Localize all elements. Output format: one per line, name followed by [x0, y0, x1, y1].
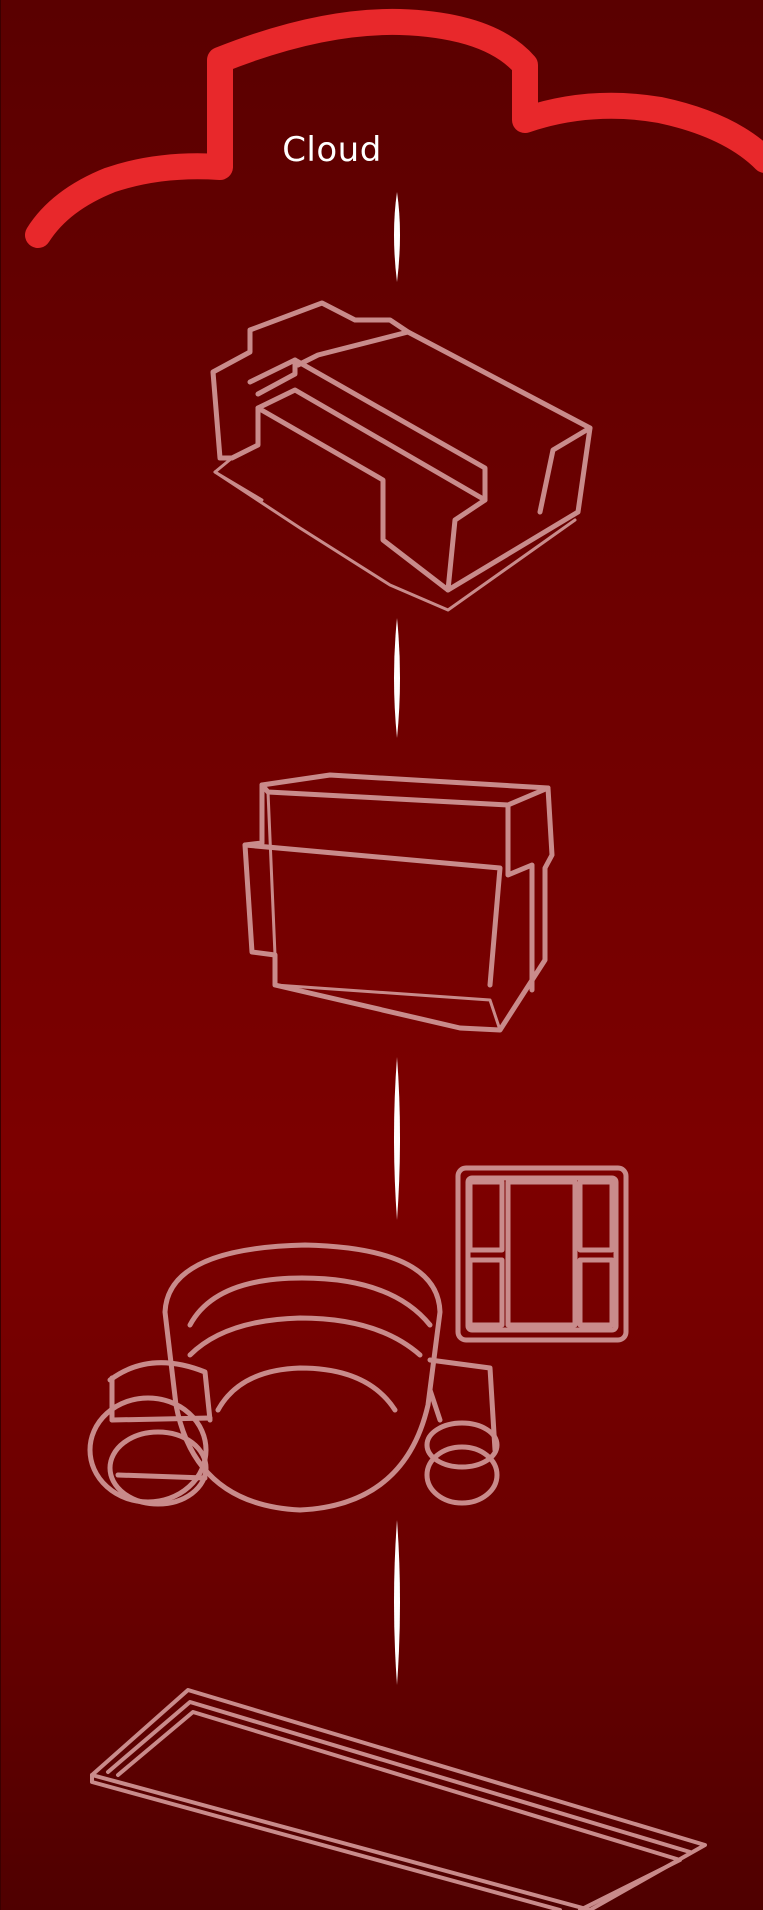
cloud-outline	[38, 22, 763, 235]
connector-gateway-to-controller	[394, 618, 400, 738]
connector-cloud-to-gateway	[394, 192, 400, 282]
controller-box-icon	[245, 775, 552, 1030]
connector-sensors-to-panel	[394, 1520, 400, 1685]
gateway-device-icon	[213, 303, 590, 610]
flat-panel-icon	[92, 1690, 705, 1910]
cloud-label: Cloud	[267, 130, 397, 170]
sensor-cluster-icon	[90, 1168, 626, 1510]
connector-controller-to-sensors	[394, 1057, 400, 1220]
